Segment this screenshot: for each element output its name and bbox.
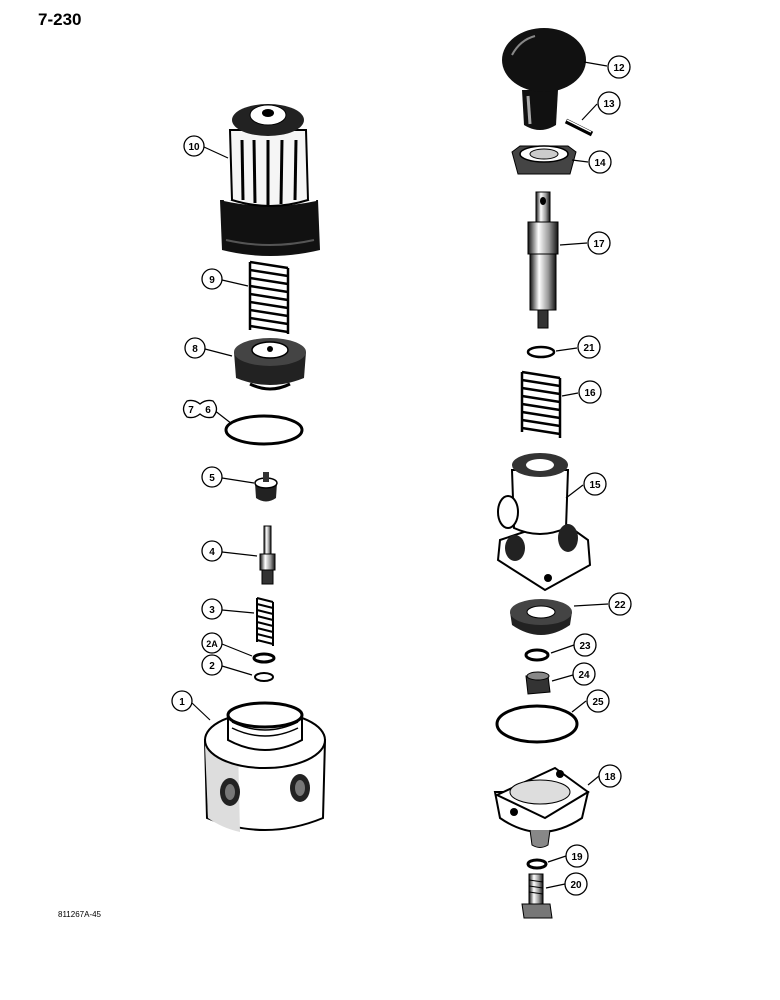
callout-20: 20 (564, 872, 588, 896)
part-13-pin (564, 118, 594, 137)
svg-text:4: 4 (209, 547, 215, 558)
page-number: 7-230 (38, 10, 82, 29)
callout-4: 4 (201, 540, 223, 562)
part-20-bolt (521, 873, 553, 919)
callout-2a: 2A (201, 632, 223, 654)
svg-text:5: 5 (209, 473, 215, 484)
svg-text:22: 22 (614, 600, 626, 611)
svg-text:21: 21 (583, 343, 595, 354)
callout-13: 13 (597, 91, 621, 115)
callout-10: 10 (183, 135, 205, 157)
svg-text:19: 19 (571, 852, 583, 863)
part-24-nut (525, 671, 551, 695)
part-1-valve-body (203, 701, 327, 832)
svg-text:18: 18 (604, 772, 616, 783)
svg-text:17: 17 (593, 239, 605, 250)
svg-text:13: 13 (603, 99, 615, 110)
callout-3: 3 (201, 598, 223, 620)
part-2a-washer (252, 652, 276, 664)
svg-text:9: 9 (209, 275, 215, 286)
svg-text:2: 2 (209, 661, 215, 672)
part-21-o-ring (526, 345, 556, 359)
svg-text:8: 8 (192, 344, 198, 355)
svg-text:16: 16 (584, 388, 596, 399)
part-25-gasket (495, 704, 579, 744)
part-4-valve-stem (259, 525, 276, 585)
callout-21: 21 (577, 335, 601, 359)
part-5-valve-seat (254, 472, 278, 502)
callout-leaders (191, 61, 609, 889)
part-22-seal (510, 599, 572, 635)
callout-25: 25 (586, 689, 610, 713)
part-14-nut (511, 145, 577, 175)
svg-text:3: 3 (209, 605, 215, 616)
callout-12: 12 (607, 55, 631, 79)
svg-text:7: 7 (188, 405, 194, 416)
callout-8: 8 (184, 337, 206, 359)
svg-text:14: 14 (594, 158, 606, 169)
part-8-spring-seat (234, 338, 306, 391)
callout-16: 16 (578, 380, 602, 404)
callout-1: 1 (171, 690, 193, 712)
svg-text:15: 15 (589, 480, 601, 491)
callout-9: 9 (201, 268, 223, 290)
part-23-washer (524, 648, 550, 662)
svg-text:25: 25 (592, 697, 604, 708)
callout-5: 5 (201, 466, 223, 488)
part-19-washer (526, 858, 548, 870)
part-3-spring (256, 597, 274, 646)
part-16-spring (520, 370, 562, 438)
callout-7-6: 7 6 (182, 399, 218, 419)
part-7-6-o-ring (224, 414, 304, 446)
callout-19: 19 (565, 844, 589, 868)
callouts: 1 2 2A 3 4 5 7 6 8 9 10 12 13 14 17 21 1… (171, 55, 632, 896)
part-15-pump-body (496, 453, 592, 592)
part-2-o-ring (254, 672, 274, 682)
callout-2: 2 (201, 654, 223, 676)
part-10-adjusting-knob (220, 104, 320, 256)
svg-text:24: 24 (578, 670, 590, 681)
svg-text:23: 23 (579, 641, 591, 652)
part-17-plunger (527, 191, 559, 329)
svg-text:12: 12 (613, 63, 625, 74)
callout-23: 23 (573, 633, 597, 657)
figure-code: 811267A-45 (58, 910, 101, 919)
part-12-knob (502, 28, 586, 130)
svg-text:20: 20 (570, 880, 582, 891)
callout-14: 14 (588, 150, 612, 174)
callout-24: 24 (572, 662, 596, 686)
callout-15: 15 (583, 472, 607, 496)
svg-text:1: 1 (179, 697, 185, 708)
callout-17: 17 (587, 231, 611, 255)
callout-18: 18 (598, 764, 622, 788)
callout-22: 22 (608, 592, 632, 616)
svg-text:6: 6 (205, 405, 211, 416)
svg-text:10: 10 (188, 142, 200, 153)
part-9-spring (248, 260, 290, 334)
part-18-cover (493, 766, 590, 848)
svg-text:2A: 2A (206, 639, 218, 649)
